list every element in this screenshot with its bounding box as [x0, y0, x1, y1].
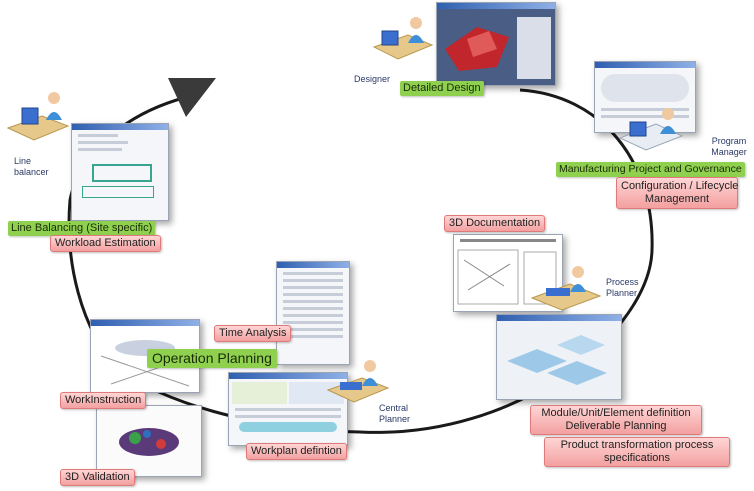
stage-detailed-design: Detailed Design: [400, 81, 484, 96]
stage-mfg-governance: Manufacturing Project and Governance: [556, 162, 745, 177]
role-central-planner: Central Planner: [379, 403, 411, 424]
stage-operation-planning: Operation Planning: [147, 349, 277, 368]
program-manager-screenshot: [594, 61, 696, 133]
person-at-desk-icon: [6, 92, 70, 141]
role-process-planner: Process Planner: [606, 277, 639, 298]
line-balancing-screenshot: [71, 123, 169, 221]
person-at-desk-icon: [372, 17, 434, 60]
stage-line-balancing: Line Balancing (Site specific): [8, 221, 156, 236]
stage-workload-estimation: Workload Estimation: [50, 235, 161, 252]
person-at-desk-icon: [530, 266, 602, 311]
role-designer: Designer: [354, 74, 391, 84]
module-definition-screenshot: [496, 314, 622, 400]
stage-work-instruction: WorkInstruction: [60, 392, 147, 409]
stage-validation-3d: 3D Validation: [60, 469, 135, 486]
stage-documentation-3d: 3D Documentation: [444, 215, 546, 232]
cycle-arrow-icon: [168, 78, 216, 117]
stage-module-definition: Module/Unit/Element definition Deliverab…: [530, 405, 702, 435]
validation-3d-screenshot: [96, 405, 202, 477]
role-program-manager: Program Manager: [711, 136, 747, 157]
stage-product-transformation: Product transformation process specifica…: [544, 437, 730, 467]
stage-workplan-definition: Workplan defintion: [246, 443, 347, 460]
stage-config-lifecycle: Configuration / Lifecycle Management: [616, 177, 738, 209]
stage-time-analysis: Time Analysis: [214, 325, 292, 342]
time-analysis-screenshot: [276, 261, 350, 365]
role-line-balancer: Line balancer: [14, 156, 49, 177]
person-at-desk-icon: [618, 108, 684, 151]
person-at-desk-icon: [326, 360, 390, 403]
detailed-design-screenshot: [436, 2, 556, 86]
